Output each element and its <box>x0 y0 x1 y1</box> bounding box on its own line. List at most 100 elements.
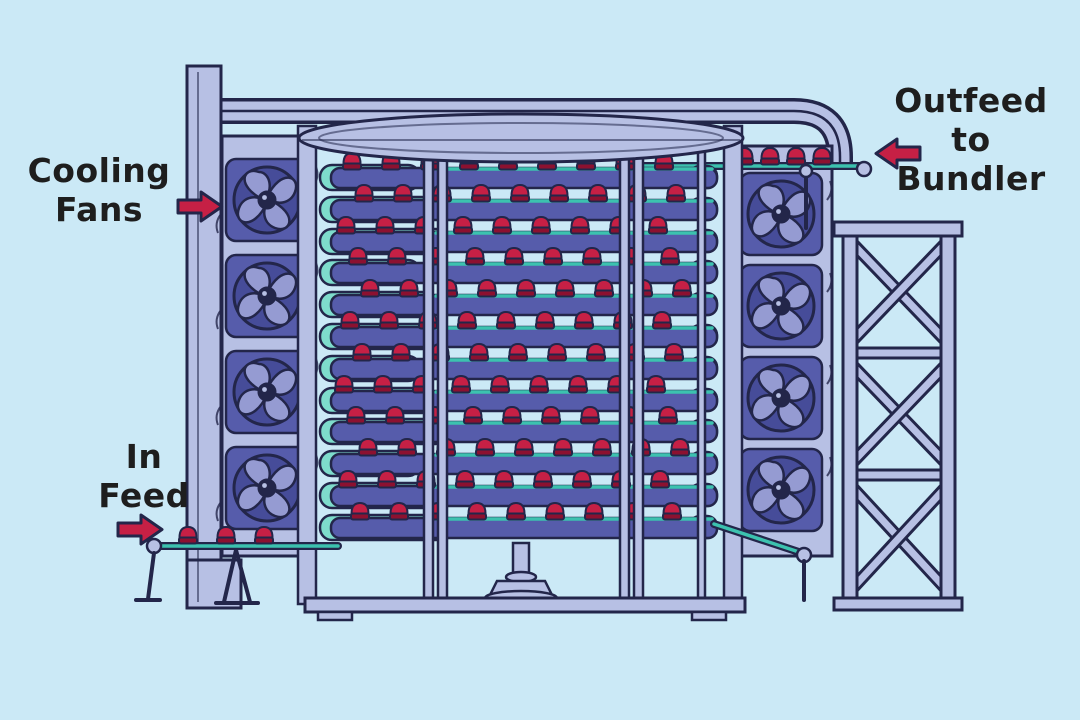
product-item <box>664 343 684 362</box>
product-item <box>471 184 491 203</box>
top-duct <box>206 98 853 163</box>
product-item <box>586 343 606 362</box>
product-item <box>178 526 198 545</box>
cooling-fan-icon <box>729 263 833 349</box>
product-item <box>588 184 608 203</box>
product-item <box>510 184 530 203</box>
product-item <box>533 470 553 489</box>
product-item <box>494 470 514 489</box>
product-item <box>574 311 594 330</box>
product-item <box>652 311 672 330</box>
product-item <box>373 375 393 394</box>
product-item <box>375 216 395 235</box>
center-pedestal <box>483 541 559 607</box>
outfeed-pulley <box>798 163 814 179</box>
product-item <box>670 438 690 457</box>
cooling-fans-label: Cooling Fans <box>27 151 171 229</box>
outfeed-label: Outfeed to Bundler <box>894 81 1048 198</box>
product-item <box>348 247 368 266</box>
product-item <box>354 184 374 203</box>
product-item <box>492 216 512 235</box>
product-item <box>648 216 668 235</box>
product-item <box>584 502 604 521</box>
spiral-top-cap <box>297 112 745 164</box>
product-item <box>346 406 366 425</box>
product-item <box>477 279 497 298</box>
product-item <box>580 406 600 425</box>
truss-top-beam <box>832 220 964 238</box>
product-item <box>506 502 526 521</box>
product-item <box>543 247 563 266</box>
product-item <box>516 279 536 298</box>
conveyor-tier <box>318 375 719 415</box>
product-item <box>463 406 483 425</box>
product-item <box>457 311 477 330</box>
product-item <box>475 438 495 457</box>
product-item <box>582 247 602 266</box>
truss-braces <box>841 232 957 600</box>
cooling-fan-icon <box>729 447 833 533</box>
product-item <box>336 216 356 235</box>
product-item <box>650 470 670 489</box>
product-item <box>399 279 419 298</box>
product-item <box>568 375 588 394</box>
product-item <box>549 184 569 203</box>
product-item <box>379 311 399 330</box>
product-item <box>385 406 405 425</box>
infeed-conveyor <box>134 526 342 605</box>
product-item <box>340 311 360 330</box>
bottom-return-conveyor <box>710 520 813 602</box>
base-platform <box>303 596 747 622</box>
product-item <box>514 438 534 457</box>
outfeed-pulley <box>855 160 873 178</box>
truss-rail <box>939 226 957 606</box>
truss-chord <box>855 346 943 360</box>
product-item <box>786 147 806 166</box>
infeed-products <box>178 526 274 545</box>
product-item <box>393 184 413 203</box>
product-item <box>334 375 354 394</box>
in-feed-label: In Feed <box>98 437 190 515</box>
product-item <box>496 311 516 330</box>
truss-base <box>832 596 964 612</box>
product-item <box>672 279 692 298</box>
product-item <box>391 343 411 362</box>
product-item <box>760 147 780 166</box>
product-item <box>555 279 575 298</box>
product-item <box>352 343 372 362</box>
left-support-column <box>185 64 243 610</box>
product-item <box>465 247 485 266</box>
product-item <box>502 406 522 425</box>
product-item <box>553 438 573 457</box>
product-item <box>387 247 407 266</box>
product-item <box>254 526 274 545</box>
product-item <box>541 406 561 425</box>
product-item <box>377 470 397 489</box>
product-item <box>572 470 592 489</box>
cooling-fan-icon <box>729 355 833 441</box>
spiral-frame <box>296 124 744 606</box>
product-item <box>658 406 678 425</box>
product-item <box>535 311 555 330</box>
product-item <box>662 502 682 521</box>
product-item <box>570 216 590 235</box>
product-item <box>531 216 551 235</box>
product-item <box>455 470 475 489</box>
truss-rail <box>841 226 859 606</box>
product-item <box>646 375 666 394</box>
cooling-fan-icon <box>729 171 833 257</box>
product-item <box>547 343 567 362</box>
product-item <box>812 147 832 166</box>
product-item <box>453 216 473 235</box>
product-item <box>666 184 686 203</box>
product-item <box>504 247 524 266</box>
product-item <box>660 247 680 266</box>
product-item <box>490 375 510 394</box>
product-item <box>469 343 489 362</box>
product-item <box>545 502 565 521</box>
product-item <box>451 375 471 394</box>
spiral-tiers <box>318 152 719 542</box>
product-item <box>360 279 380 298</box>
